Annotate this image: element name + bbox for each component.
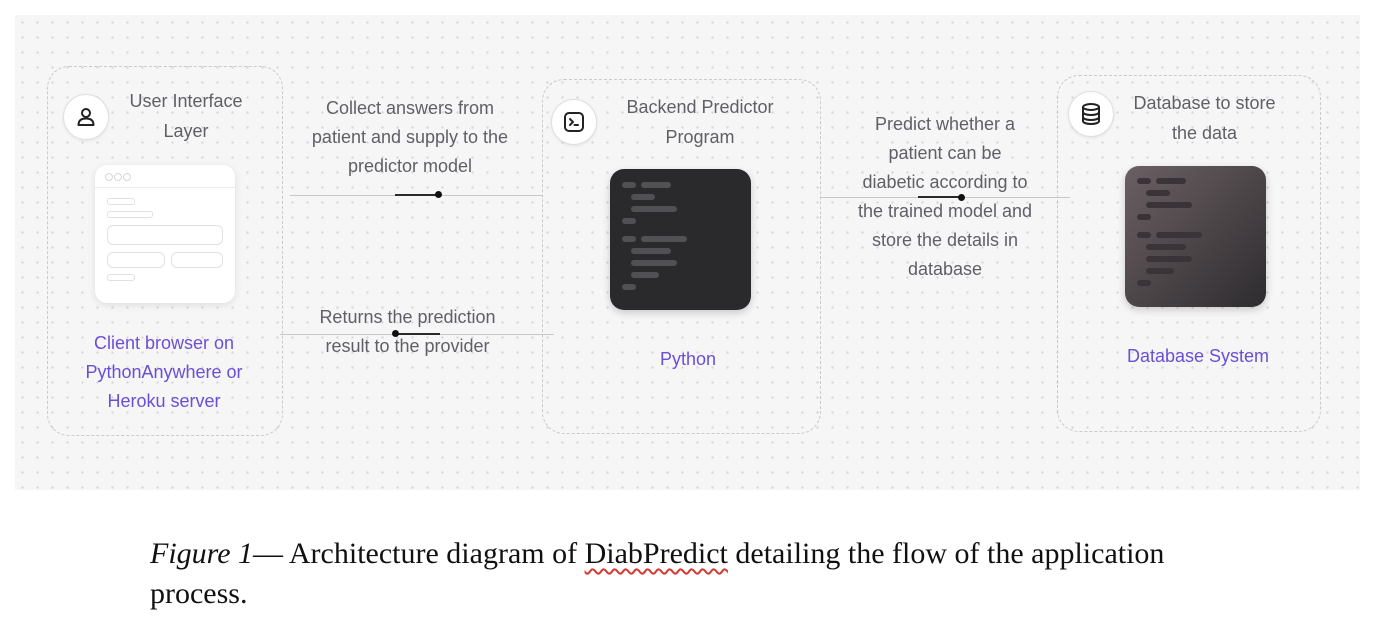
wireframe-line bbox=[107, 198, 135, 205]
ui-layer-title: User Interface Layer bbox=[129, 91, 243, 141]
caption-text-before: Architecture diagram of bbox=[283, 537, 585, 570]
database-illustration bbox=[1125, 166, 1266, 307]
code-line bbox=[1146, 256, 1192, 262]
code-line bbox=[631, 260, 677, 266]
edge-label-returns: Returns the prediction result to the pro… bbox=[319, 307, 496, 356]
code-line bbox=[641, 236, 687, 242]
wireframe-input bbox=[171, 252, 223, 268]
code-line bbox=[1137, 232, 1151, 238]
browser-dot bbox=[114, 173, 122, 181]
code-editor-illustration bbox=[610, 169, 751, 310]
database-sublabel: Database System bbox=[1126, 346, 1270, 366]
ui-layer-sublabel: Client browser on PythonAnywhere or Hero… bbox=[85, 333, 243, 411]
backend-title: Backend Predictor Program bbox=[626, 97, 774, 147]
code-line bbox=[1146, 190, 1170, 196]
browser-dot bbox=[123, 173, 131, 181]
spellcheck-highlight: DiabPredict bbox=[584, 537, 728, 570]
terminal-icon bbox=[551, 99, 597, 145]
code-line bbox=[1137, 280, 1151, 286]
database-panel bbox=[1057, 75, 1321, 432]
code-line bbox=[622, 284, 636, 290]
figure-dash: — bbox=[253, 537, 284, 570]
edge-dot-predict bbox=[958, 194, 965, 201]
code-line bbox=[622, 182, 636, 188]
code-line bbox=[631, 272, 659, 278]
code-line bbox=[1137, 178, 1151, 184]
edge-arrow-collect bbox=[395, 194, 440, 196]
code-line bbox=[1156, 178, 1186, 184]
wireframe-line bbox=[107, 274, 135, 281]
edge-arrow-returns bbox=[395, 333, 440, 335]
ui-layer-panel bbox=[47, 66, 283, 436]
code-line bbox=[631, 206, 677, 212]
figure-number: Figure 1 bbox=[150, 537, 254, 570]
edge-dot-returns bbox=[392, 330, 399, 337]
edge-label-collect: Collect answers from patient and supply … bbox=[311, 98, 509, 176]
database-icon bbox=[1068, 91, 1114, 137]
browser-window-illustration bbox=[95, 165, 235, 303]
edge-dot-collect bbox=[435, 191, 442, 198]
wireframe-input bbox=[107, 225, 223, 245]
database-title: Database to store the data bbox=[1133, 93, 1276, 143]
code-line bbox=[1156, 232, 1202, 238]
code-line bbox=[1146, 244, 1186, 250]
wireframe-input bbox=[107, 252, 165, 268]
code-line bbox=[622, 218, 636, 224]
code-line bbox=[641, 182, 671, 188]
code-line bbox=[631, 194, 655, 200]
backend-panel bbox=[542, 79, 821, 434]
code-line bbox=[1137, 214, 1151, 220]
edge-label-predict: Predict whether a patient can be diabeti… bbox=[857, 114, 1033, 279]
wireframe-line bbox=[107, 211, 153, 218]
browser-titlebar bbox=[95, 165, 235, 188]
code-line bbox=[631, 248, 671, 254]
code-line bbox=[622, 236, 636, 242]
code-line bbox=[1146, 202, 1192, 208]
user-icon bbox=[63, 94, 109, 140]
backend-sublabel: Python bbox=[659, 349, 717, 369]
figure-caption: Figure 1— Architecture diagram of DiabPr… bbox=[150, 534, 1250, 614]
edge-arrow-predict bbox=[918, 196, 964, 198]
code-line bbox=[1146, 268, 1174, 274]
caption-text-after: detailing the flow of the application pr… bbox=[150, 537, 1165, 610]
browser-dot bbox=[105, 173, 113, 181]
